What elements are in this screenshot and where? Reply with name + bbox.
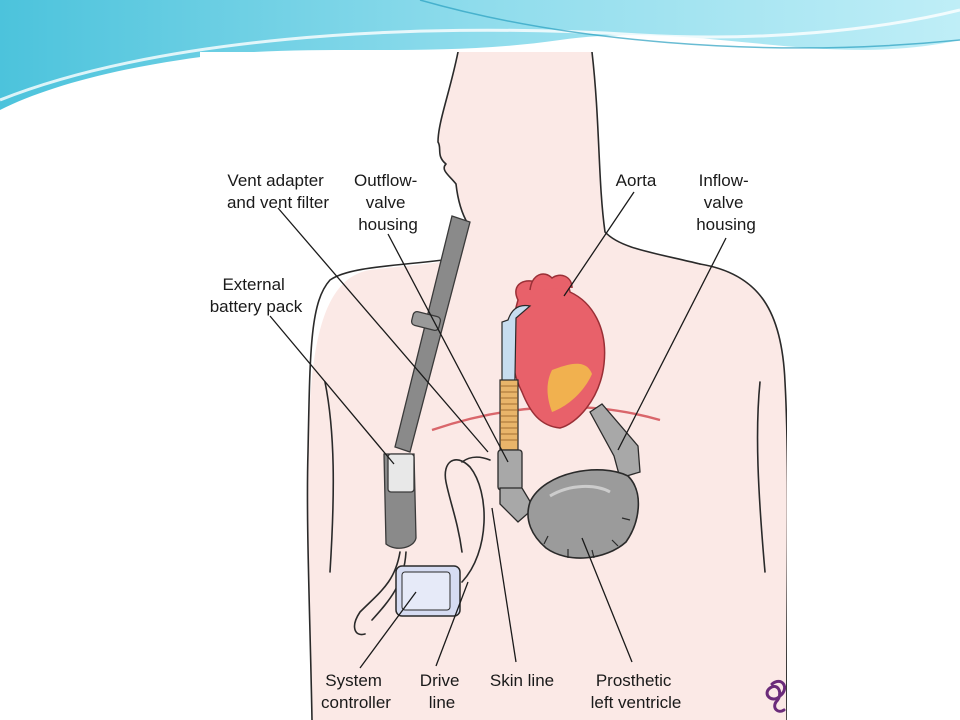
label-aorta-line-1: Aorta: [616, 171, 657, 190]
strap-buckle: [410, 311, 442, 331]
label-inflow-valve-line-1: Inflow-: [699, 171, 749, 190]
drive-line-to-pump: [461, 456, 491, 463]
purple-swirl-logo-icon: [765, 679, 786, 713]
label-battery-pack: External battery pack: [210, 275, 303, 316]
right-arm-crease: [756, 381, 766, 573]
leader-prosthetic-ventricle: [581, 537, 633, 663]
label-prosthetic-ventricle-line-2: left ventricle: [591, 693, 682, 712]
aorta-arch: [529, 273, 573, 291]
label-outflow-valve-line-3: housing: [358, 215, 418, 234]
leader-skin-line: [491, 507, 517, 663]
left-arm-crease: [324, 381, 335, 573]
drive-line-cable: [444, 459, 485, 583]
right-shoulder: [699, 263, 787, 720]
leader-lines: [269, 191, 727, 669]
controller-cable-left-2: [371, 551, 407, 621]
leader-outflow-valve: [387, 233, 509, 463]
outflow-graft-woven: [499, 379, 519, 451]
slide-header-wave: [0, 0, 960, 110]
battery-pack: [387, 453, 415, 493]
label-vent-adapter: Vent adapter and vent filter: [227, 171, 329, 212]
slide-header-swoosh: [0, 8, 960, 102]
label-prosthetic-ventricle-line-1: Prosthetic: [596, 671, 672, 690]
label-outflow-valve-line-1: Outflow-: [354, 171, 417, 190]
leader-battery-pack: [269, 315, 395, 465]
prosthetic-ventricle-shine: [549, 484, 611, 498]
inflow-valve-housing: [589, 403, 641, 479]
heart-highlight: [547, 363, 592, 412]
outflow-elbow: [499, 487, 535, 523]
graft-weave-lines: [500, 385, 518, 441]
label-vent-adapter-line-2: and vent filter: [227, 193, 329, 212]
shoulder-strap: [394, 215, 471, 453]
controller-cable-left: [353, 551, 401, 636]
label-drive-line: Drive line: [420, 671, 464, 712]
neck-back: [591, 52, 701, 265]
label-prosthetic-ventricle: Prosthetic left ventricle: [591, 671, 682, 712]
leader-aorta: [563, 191, 635, 297]
label-skin-line-line-1: Skin line: [490, 671, 554, 690]
label-inflow-valve-line-2: valve: [704, 193, 744, 212]
slide-header-swoosh-2: [419, 0, 960, 49]
label-outflow-valve: Outflow- valve housing: [354, 171, 422, 234]
label-drive-line-line-2: line: [429, 693, 455, 712]
ventricle-rim-ticks: [543, 517, 631, 559]
label-inflow-valve: Inflow- valve housing: [696, 171, 756, 234]
label-aorta: Aorta: [616, 171, 657, 190]
label-system-controller: System controller: [321, 671, 391, 712]
label-battery-pack-line-2: battery pack: [210, 297, 303, 316]
label-vent-adapter-line-1: Vent adapter: [227, 171, 324, 190]
label-outflow-valve-line-2: valve: [366, 193, 406, 212]
leader-drive-line: [435, 581, 469, 667]
label-system-controller-line-2: controller: [321, 693, 391, 712]
outflow-valve-housing: [497, 449, 523, 491]
label-skin-line: Skin line: [490, 671, 554, 690]
label-system-controller-line-1: System: [325, 671, 382, 690]
system-controller-face: [401, 571, 451, 611]
label-inflow-valve-line-3: housing: [696, 215, 756, 234]
leader-inflow-valve: [617, 237, 727, 451]
leader-system-controller: [359, 591, 417, 669]
lvad-diagram: Vent adapter and vent filter Outflow- va…: [200, 52, 787, 720]
left-shoulder: [306, 257, 461, 720]
leader-vent-adapter: [277, 207, 489, 453]
label-battery-pack-line-1: External: [222, 275, 284, 294]
label-drive-line-line-1: Drive: [420, 671, 460, 690]
